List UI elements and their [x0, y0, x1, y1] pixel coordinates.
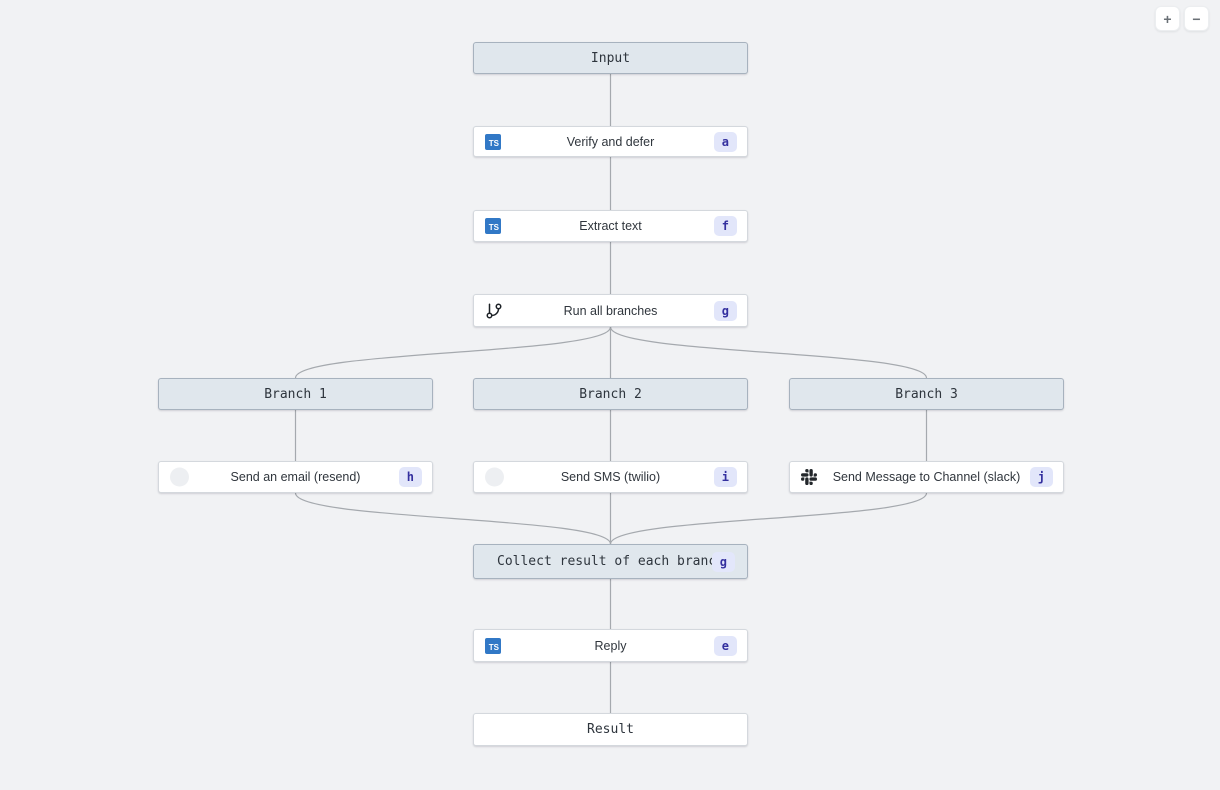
- node-label: Reply: [594, 638, 627, 653]
- node-extract[interactable]: TS Extract text f: [473, 210, 748, 242]
- twilio-icon: [485, 467, 504, 487]
- zoom-controls: + −: [1155, 6, 1209, 31]
- typescript-icon: TS: [485, 637, 501, 654]
- node-branch-3[interactable]: Branch 3: [789, 378, 1064, 410]
- shortcut-badge: a: [713, 131, 737, 152]
- slack-icon: [801, 469, 817, 485]
- shortcut-badge: j: [1029, 467, 1053, 487]
- node-run-branches[interactable]: Run all branches g: [473, 294, 748, 327]
- node-label: Result: [587, 722, 634, 737]
- node-send-slack[interactable]: Send Message to Channel (slack) j: [789, 461, 1064, 493]
- node-label: Collect result of each branch: [497, 554, 724, 569]
- node-label: Send SMS (twilio): [560, 470, 661, 484]
- node-label: Verify and defer: [566, 134, 655, 149]
- shortcut-badge: e: [713, 635, 737, 656]
- shortcut-badge: h: [398, 467, 422, 487]
- node-label: Branch 2: [579, 386, 642, 402]
- node-label: Send an email (resend): [230, 470, 361, 484]
- node-branch-1[interactable]: Branch 1: [158, 378, 433, 410]
- node-label: Branch 1: [264, 386, 327, 402]
- shortcut-badge: f: [713, 216, 737, 236]
- git-branch-icon: [485, 302, 503, 320]
- node-reply[interactable]: TS Reply e: [473, 629, 748, 662]
- node-label: Run all branches: [563, 303, 658, 318]
- typescript-icon: TS: [485, 218, 501, 234]
- zoom-out-button[interactable]: −: [1184, 6, 1209, 31]
- resend-icon: [170, 467, 189, 487]
- node-send-email[interactable]: Send an email (resend) h: [158, 461, 433, 493]
- shortcut-badge: i: [713, 467, 737, 487]
- node-verify[interactable]: TS Verify and defer a: [473, 126, 748, 157]
- shortcut-badge: g: [713, 300, 737, 321]
- node-label: Branch 3: [895, 386, 958, 402]
- node-label: Extract text: [579, 219, 642, 233]
- shortcut-badge: g: [711, 551, 735, 572]
- typescript-icon: TS: [485, 133, 501, 150]
- node-result[interactable]: Result: [473, 713, 748, 746]
- node-send-sms[interactable]: Send SMS (twilio) i: [473, 461, 748, 493]
- node-label: Input: [590, 50, 631, 66]
- zoom-in-button[interactable]: +: [1155, 6, 1180, 31]
- node-input[interactable]: Input: [473, 42, 748, 74]
- node-label: Send Message to Channel (slack): [832, 470, 1021, 484]
- node-branch-2[interactable]: Branch 2: [473, 378, 748, 410]
